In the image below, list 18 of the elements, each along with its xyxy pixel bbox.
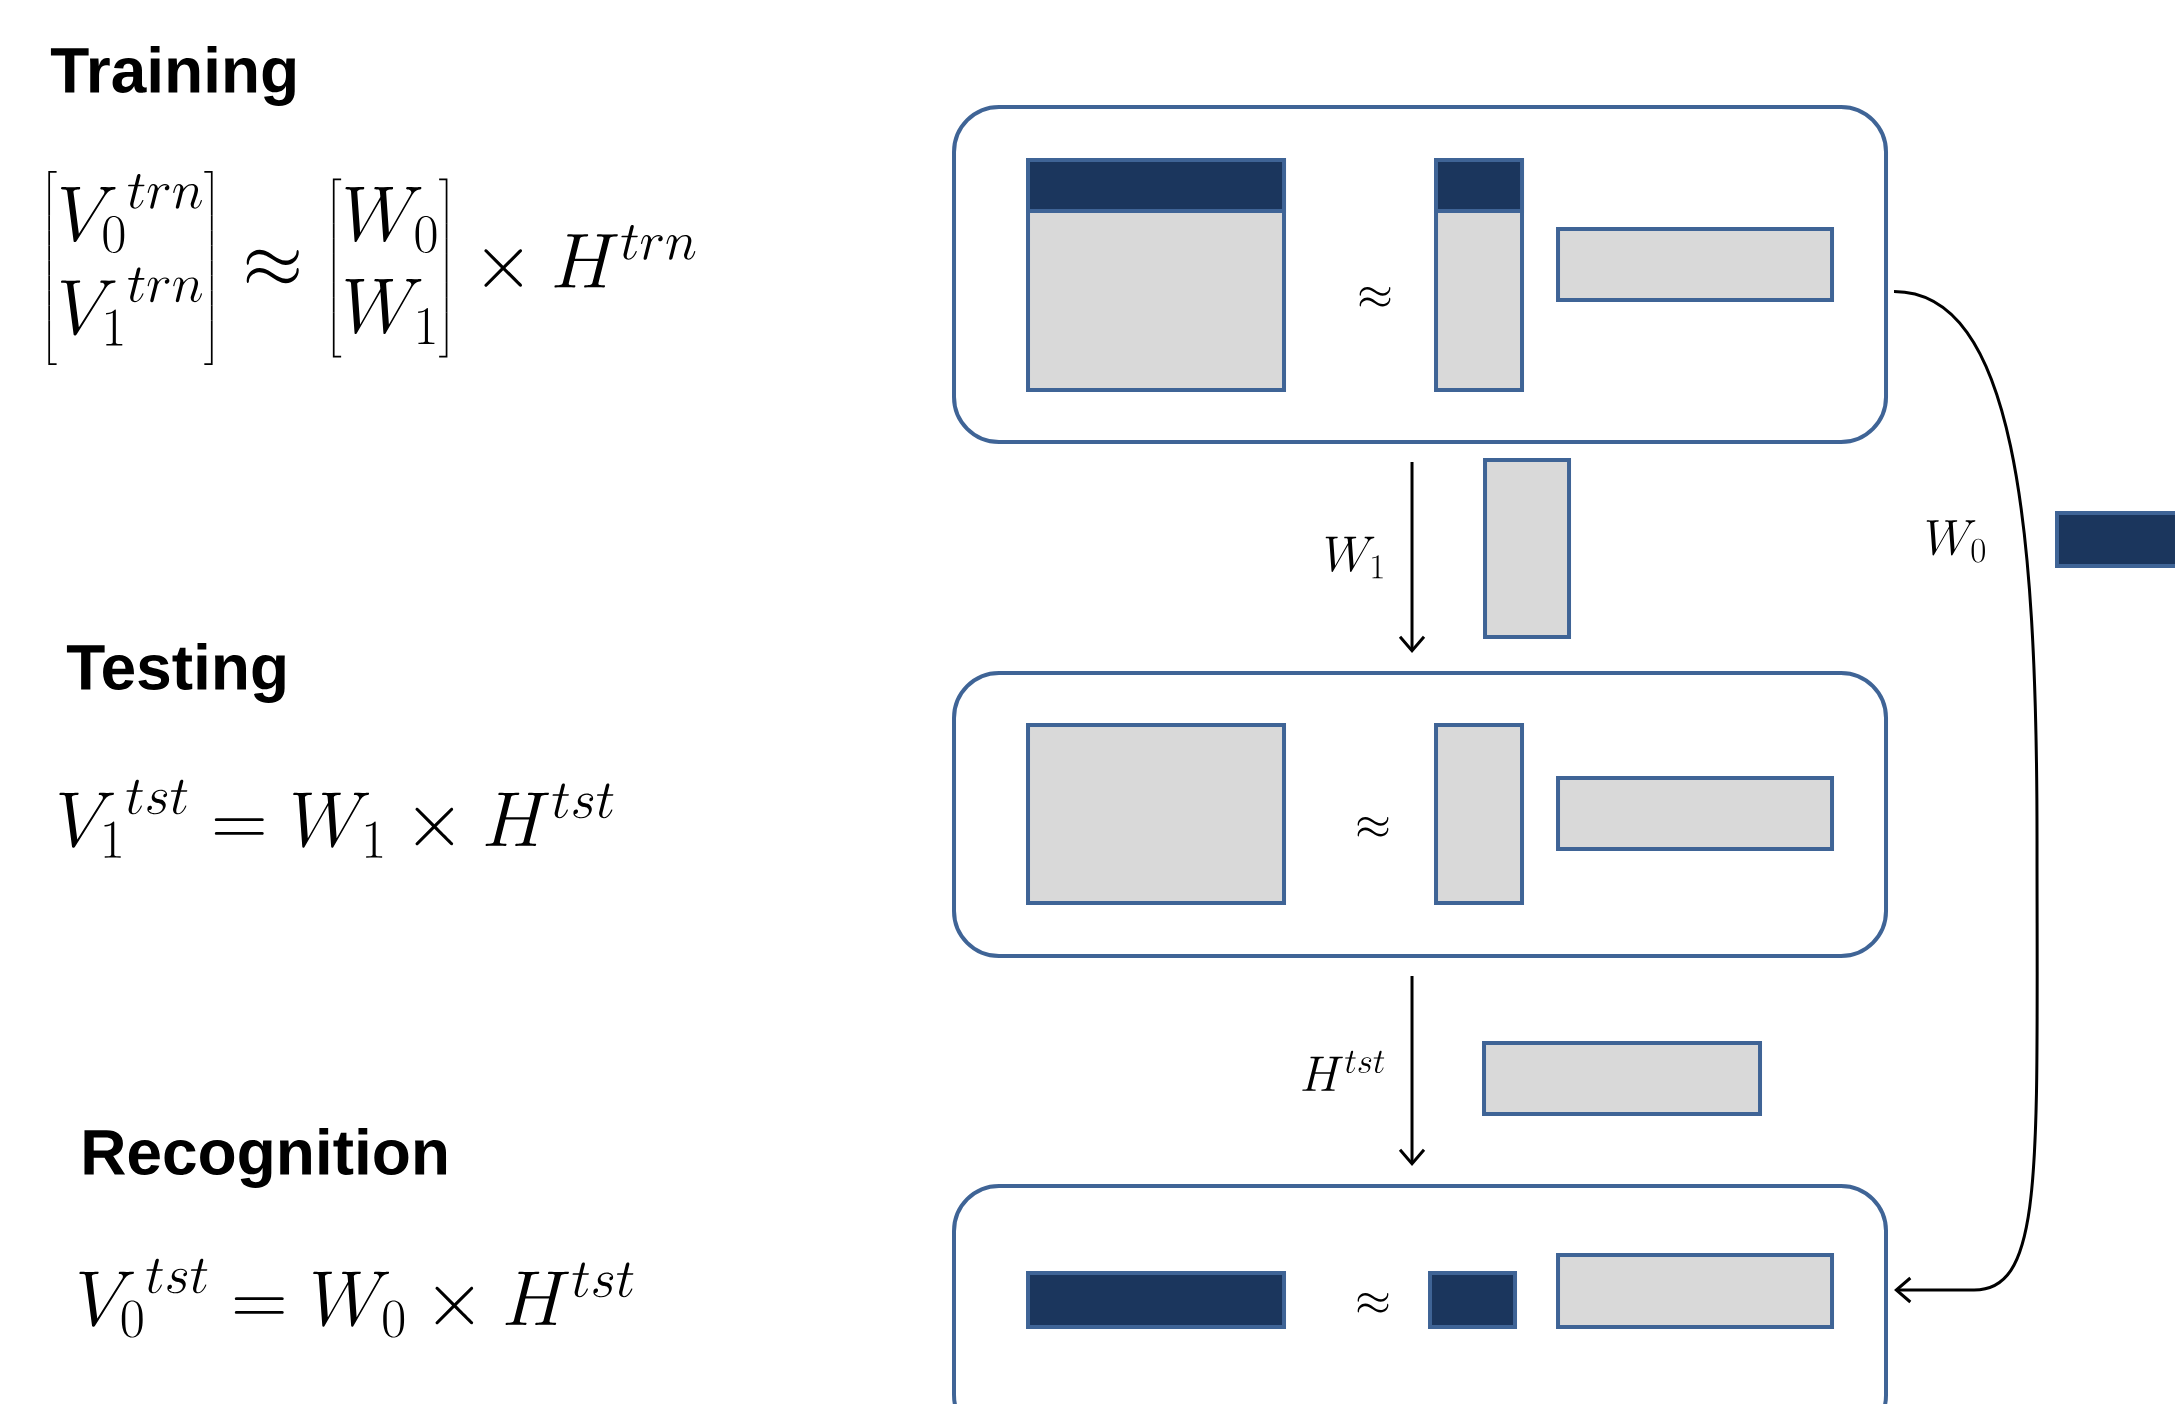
arrow — [1398, 976, 1426, 1166]
rounded-box — [952, 105, 1888, 444]
arrow — [1398, 462, 1426, 653]
equation: ${V_0}^{tst}=W_0\times H^{tst}$ — [79, 1258, 634, 1338]
section-heading: Recognition — [84, 1128, 447, 1188]
edge-label: $W_1$ — [1325, 536, 1383, 579]
rounded-box — [952, 1184, 1888, 1404]
section-heading: Testing — [66, 643, 285, 703]
approx-sign: $\approx$ — [1359, 286, 1391, 307]
equation: ${V_1}^{tst}=W_1\times H^{tst}$ — [59, 779, 614, 858]
edge-label: $W_0$ — [1926, 520, 1985, 563]
section-heading: Training — [50, 46, 295, 106]
arrow — [1893, 290, 2039, 1304]
rounded-box — [952, 671, 1888, 958]
approx-sign: $\approx$ — [1357, 816, 1389, 837]
equation: $\begin{bmatrix}{V_0}^{trn}\\{V_1}^{trn}\end{bmatrix}\approx\begin{bmatrix}W_0\\W_1\end{bmatrix}\times H^{trn}$ — [48, 171, 696, 365]
edge-label: $H^{tst}$ — [1302, 1050, 1385, 1091]
approx-sign: $\approx$ — [1357, 1292, 1389, 1313]
